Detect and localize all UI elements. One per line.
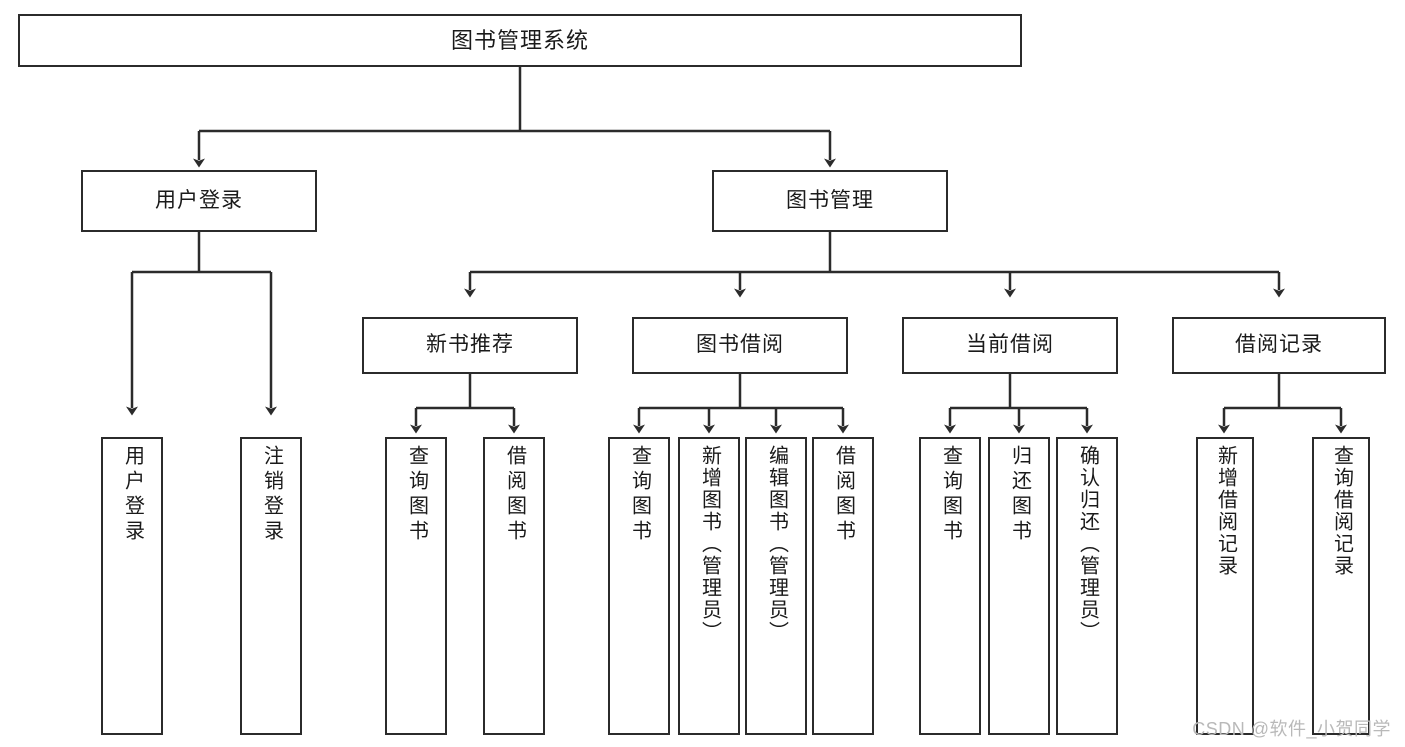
leaf-current-return-book[interactable]: 归还图书 — [988, 437, 1050, 735]
leaf-record-add-record[interactable]: 新增借阅记录 — [1196, 437, 1254, 735]
node-label: 用户登录 — [155, 188, 243, 212]
node-label: 新增图书（管理员） — [698, 445, 721, 643]
node-label: 查询借阅记录 — [1330, 445, 1353, 577]
node-user-login[interactable]: 用户登录 — [81, 170, 317, 232]
node-label: 用户登录 — [121, 445, 144, 545]
leaf-recommend-query-book[interactable]: 查询图书 — [385, 437, 447, 735]
node-book-borrow[interactable]: 图书借阅 — [632, 317, 848, 374]
node-label: 查询图书 — [405, 445, 428, 545]
node-book-management[interactable]: 图书管理 — [712, 170, 948, 232]
leaf-recommend-borrow-book[interactable]: 借阅图书 — [483, 437, 545, 735]
watermark: CSDN @软件_小贺同学 — [1192, 719, 1391, 739]
node-label: 查询图书 — [939, 445, 962, 545]
leaf-borrow-query-book[interactable]: 查询图书 — [608, 437, 670, 735]
node-label: 借阅图书 — [832, 445, 855, 545]
leaf-record-query-record[interactable]: 查询借阅记录 — [1312, 437, 1370, 735]
node-label: 编辑图书（管理员） — [765, 445, 788, 643]
node-label: 注销登录 — [260, 445, 283, 545]
leaf-borrow-add-book-admin[interactable]: 新增图书（管理员） — [678, 437, 740, 735]
node-label: 借阅图书 — [503, 445, 526, 545]
leaf-user-login-logout[interactable]: 注销登录 — [240, 437, 302, 735]
node-label: 图书管理系统 — [450, 27, 589, 53]
leaf-borrow-edit-book-admin[interactable]: 编辑图书（管理员） — [745, 437, 807, 735]
leaf-current-confirm-return-admin[interactable]: 确认归还（管理员） — [1056, 437, 1118, 735]
node-label: 确认归还（管理员） — [1076, 445, 1099, 643]
node-label: 当前借阅 — [966, 333, 1054, 357]
node-label: 归还图书 — [1008, 445, 1031, 545]
node-current-borrow[interactable]: 当前借阅 — [902, 317, 1118, 374]
node-borrow-record[interactable]: 借阅记录 — [1172, 317, 1386, 374]
node-label: 查询图书 — [628, 445, 651, 545]
leaf-current-query-book[interactable]: 查询图书 — [919, 437, 981, 735]
node-label: 借阅记录 — [1235, 333, 1323, 357]
leaf-borrow-borrow-book[interactable]: 借阅图书 — [812, 437, 874, 735]
node-root-system[interactable]: 图书管理系统 — [18, 14, 1022, 67]
node-label: 图书借阅 — [696, 333, 784, 357]
leaf-user-login-login[interactable]: 用户登录 — [101, 437, 163, 735]
node-label: 新书推荐 — [426, 333, 514, 357]
node-label: 图书管理 — [786, 188, 874, 212]
node-label: 新增借阅记录 — [1214, 445, 1237, 577]
node-new-book-recommend[interactable]: 新书推荐 — [362, 317, 578, 374]
